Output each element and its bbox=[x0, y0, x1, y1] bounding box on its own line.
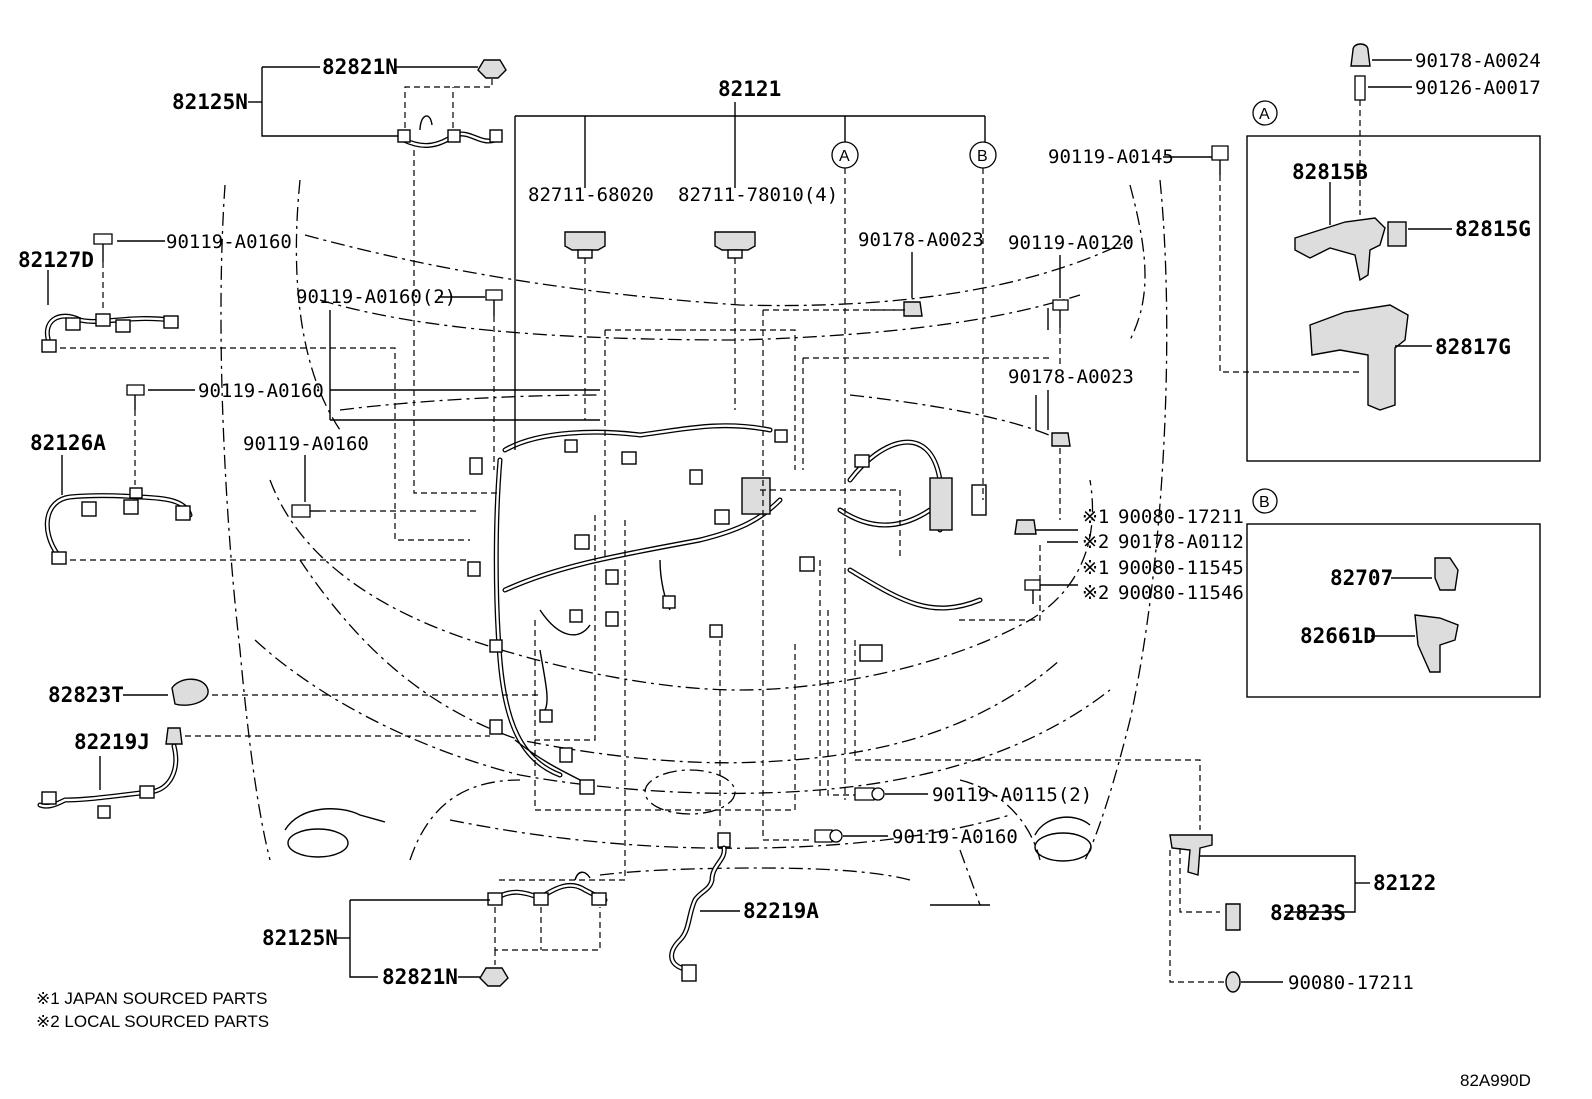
note-local-sourced: ※2 LOCAL SOURCED PARTS bbox=[36, 1012, 269, 1031]
label-90119-A0120: 90119-A0120 bbox=[1008, 232, 1134, 254]
diagram-code: 82A990D bbox=[1460, 1071, 1531, 1090]
mark-1-b: ※1 bbox=[1082, 557, 1109, 579]
label-82815B: 82815B bbox=[1292, 160, 1368, 184]
sensor-82823T bbox=[123, 678, 540, 706]
label-82121: 82121 bbox=[718, 77, 781, 101]
label-circle-B-top: B bbox=[977, 148, 988, 165]
vehicle-body-outline bbox=[220, 179, 1168, 906]
label-90080-11545: 90080-11545 bbox=[1118, 557, 1244, 579]
sub-harness-82126A bbox=[44, 384, 470, 565]
label-82823T: 82823T bbox=[48, 683, 124, 707]
detail-box-B bbox=[1246, 488, 1541, 698]
label-82821N-top: 82821N bbox=[322, 55, 398, 79]
note-japan-sourced: ※1 JAPAN SOURCED PARTS bbox=[36, 989, 268, 1008]
label-90178-A0112: 90178-A0112 bbox=[1118, 531, 1244, 553]
label-90119-A0145: 90119-A0145 bbox=[1048, 146, 1174, 168]
part-labels: 82821N 82125N 82121 A B 82711-68020 8271… bbox=[18, 50, 1541, 1090]
label-90080-17211-b: 90080-17211 bbox=[1288, 972, 1414, 994]
label-90178-A0023-a: 90178-A0023 bbox=[858, 229, 984, 251]
bracket-82122-group bbox=[1169, 834, 1370, 993]
sub-harness-82127D bbox=[41, 233, 470, 541]
label-90119-A0160-b: 90119-A0160 bbox=[198, 380, 324, 402]
label-90178-A0023-b: 90178-A0023 bbox=[1008, 366, 1134, 388]
left-bolts bbox=[291, 289, 600, 518]
mark-2-a: ※2 bbox=[1082, 531, 1109, 553]
center-dashed-routing bbox=[495, 309, 1201, 881]
label-82707: 82707 bbox=[1330, 566, 1393, 590]
label-82126A: 82126A bbox=[30, 431, 106, 455]
mark-2-b: ※2 bbox=[1082, 582, 1109, 604]
label-82125N-bottom: 82125N bbox=[262, 926, 338, 950]
label-82122: 82122 bbox=[1373, 871, 1436, 895]
label-82125N-top: 82125N bbox=[172, 90, 248, 114]
label-82821N-bottom: 82821N bbox=[382, 965, 458, 989]
label-82817G: 82817G bbox=[1435, 335, 1511, 359]
label-circle-A-top: A bbox=[839, 148, 850, 165]
sub-harness-82125N-bottom bbox=[335, 871, 608, 987]
label-90119-A0160-2: 90119-A0160(2) bbox=[296, 286, 456, 308]
label-90080-11546: 90080-11546 bbox=[1118, 582, 1244, 604]
right-fasteners bbox=[870, 252, 1078, 604]
callout-A: A bbox=[1259, 106, 1270, 123]
label-90119-A0160-d: 90119-A0160 bbox=[892, 826, 1018, 848]
label-90119-A0160-a: 90119-A0160 bbox=[166, 231, 292, 253]
mark-1-a: ※1 bbox=[1082, 506, 1109, 528]
detail-box-A bbox=[1163, 43, 1541, 462]
label-82661D: 82661D bbox=[1300, 624, 1376, 648]
harness-82219A bbox=[669, 832, 740, 982]
leaders-82121 bbox=[514, 102, 997, 800]
label-82127D: 82127D bbox=[18, 248, 94, 272]
label-82219J: 82219J bbox=[74, 730, 150, 754]
label-90119-A0115: 90119-A0115(2) bbox=[932, 784, 1092, 806]
bottom-bolts bbox=[814, 610, 928, 843]
harness-82219J bbox=[37, 727, 490, 819]
label-82711-78010: 82711-78010(4) bbox=[678, 184, 838, 206]
sub-harness-82125N-top bbox=[248, 59, 507, 494]
callout-B: B bbox=[1259, 494, 1270, 511]
label-82711-68020: 82711-68020 bbox=[528, 184, 654, 206]
label-90126-A0017: 90126-A0017 bbox=[1415, 77, 1541, 99]
label-90080-17211-a: 90080-17211 bbox=[1118, 506, 1244, 528]
label-82823S: 82823S bbox=[1270, 901, 1346, 925]
label-82815G: 82815G bbox=[1455, 217, 1531, 241]
main-engine-harness-82121 bbox=[467, 423, 987, 795]
label-82219A: 82219A bbox=[743, 899, 819, 923]
label-90119-A0160-c: 90119-A0160 bbox=[243, 433, 369, 455]
label-90178-A0024: 90178-A0024 bbox=[1415, 50, 1541, 72]
